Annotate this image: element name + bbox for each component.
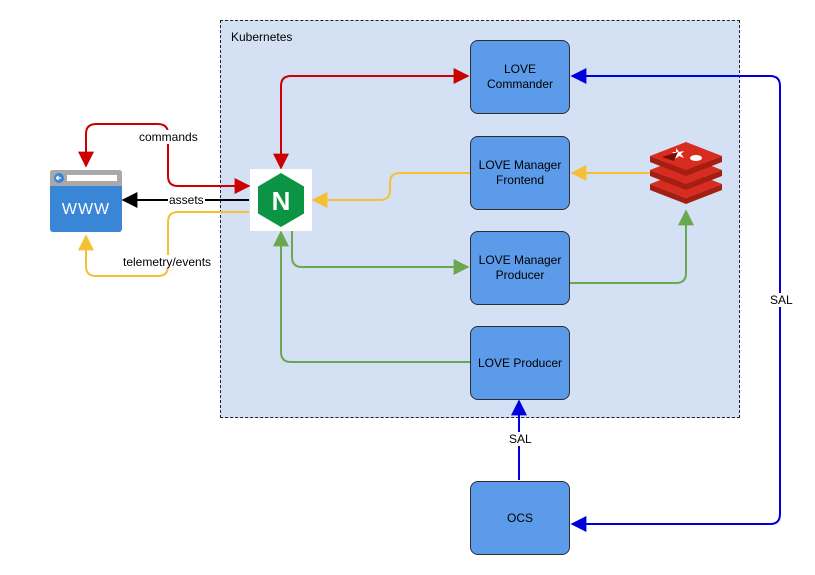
label-sal-commander: SAL bbox=[769, 293, 794, 307]
edge-loveproducer-nginx bbox=[273, 230, 470, 363]
love-commander-node: LOVE Commander bbox=[470, 40, 570, 114]
edge-nginx-producer bbox=[291, 230, 470, 275]
kubernetes-label: Kubernetes bbox=[231, 30, 293, 44]
love-manager-frontend-node: LOVE Manager Frontend bbox=[470, 136, 570, 210]
edge-producer-redis bbox=[570, 209, 694, 284]
nginx-letter: N bbox=[272, 186, 291, 216]
edge-frontend-nginx bbox=[311, 172, 470, 208]
label-assets: assets bbox=[168, 193, 205, 207]
browser-www-text: WWW bbox=[62, 201, 110, 218]
nginx-icon: N bbox=[250, 169, 312, 231]
ocs-node: OCS bbox=[470, 481, 570, 555]
love-manager-producer-node: LOVE Manager Producer bbox=[470, 231, 570, 305]
label-commands: commands bbox=[138, 130, 199, 144]
label-sal-ocs: SAL bbox=[508, 432, 533, 446]
label-telemetry-events: telemetry/events bbox=[122, 255, 213, 269]
edge-telemetry bbox=[78, 211, 249, 277]
redis-icon bbox=[650, 142, 722, 204]
edge-nginx-commander bbox=[273, 68, 470, 170]
edge-commands bbox=[78, 123, 251, 194]
love-producer-node: LOVE Producer bbox=[470, 326, 570, 400]
www-browser-icon: WWW bbox=[50, 170, 122, 232]
